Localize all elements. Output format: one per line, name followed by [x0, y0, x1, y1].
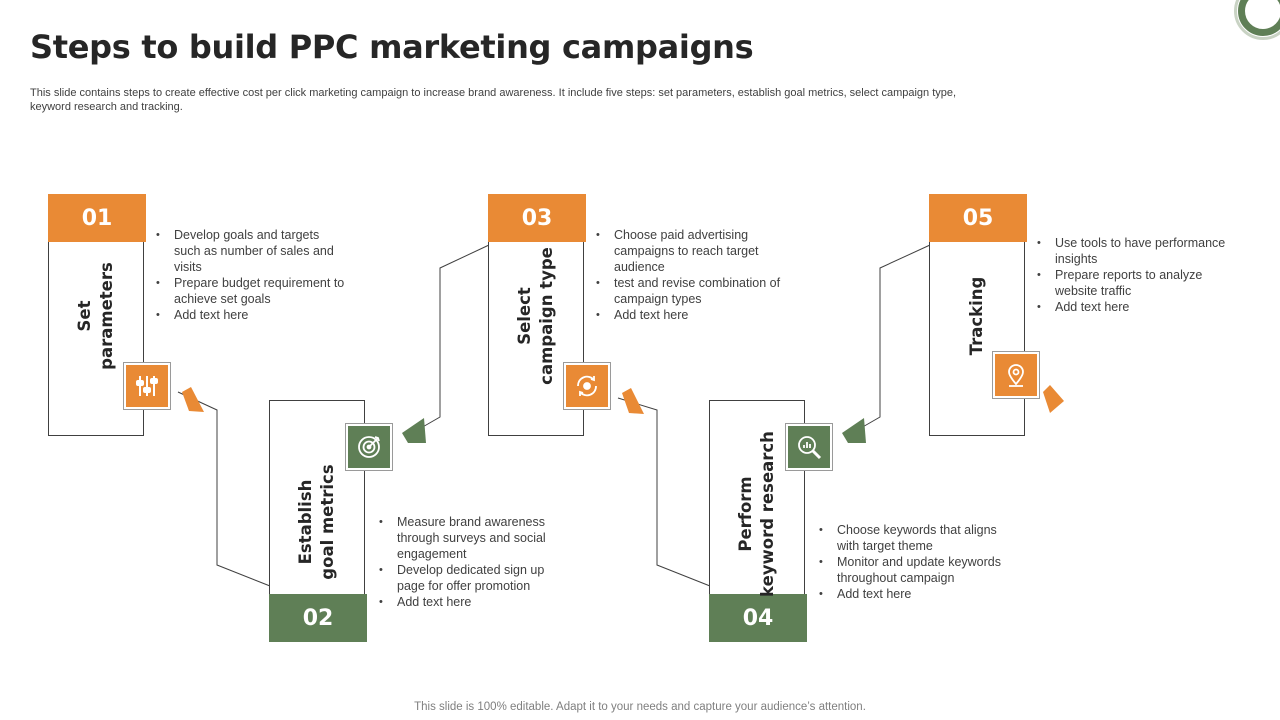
- bullet-item: Add text here: [379, 594, 569, 610]
- step-bullets-05: Use tools to have performance insights P…: [1037, 235, 1227, 315]
- bullet-item: Use tools to have performance insights: [1037, 235, 1227, 267]
- target-goal-icon: [345, 423, 393, 471]
- corner-decoration: [1234, 0, 1280, 40]
- step-number-01: 01: [48, 194, 146, 242]
- bullet-item: Develop goals and targets such as number…: [156, 227, 346, 275]
- arrow-1: [182, 387, 204, 412]
- step-label-03: Select campaign type: [515, 247, 556, 385]
- bullet-item: Choose paid advertising campaigns to rea…: [596, 227, 791, 275]
- campaign-cycle-icon: [563, 362, 611, 410]
- step-label-05: Tracking: [967, 276, 986, 356]
- step-card-01: 01 Set parameters: [48, 194, 146, 436]
- bullet-item: Add text here: [596, 307, 791, 323]
- bullet-item: Measure brand awareness through surveys …: [379, 514, 569, 562]
- arrow-2: [402, 418, 426, 443]
- arrow-3: [622, 388, 644, 414]
- arrow-4: [842, 418, 866, 443]
- bullet-item: Add text here: [1037, 299, 1227, 315]
- bullet-item: Prepare budget requirement to achieve se…: [156, 275, 346, 307]
- step-label-02: Establish goal metrics: [296, 464, 337, 580]
- magnifier-chart-icon: [785, 423, 833, 471]
- step-number-05: 05: [929, 194, 1027, 242]
- footer-note: This slide is 100% editable. Adapt it to…: [414, 701, 866, 713]
- page-title: Steps to build PPC marketing campaigns: [30, 28, 754, 66]
- bullet-item: Choose keywords that aligns with target …: [819, 522, 1019, 554]
- step-bullets-03: Choose paid advertising campaigns to rea…: [596, 227, 791, 323]
- step-label-01: Set parameters: [75, 262, 116, 370]
- step-number-02: 02: [269, 594, 367, 642]
- location-pin-icon: [992, 351, 1040, 399]
- bullet-item: test and revise combination of campaign …: [596, 275, 791, 307]
- step-number-03: 03: [488, 194, 586, 242]
- step-bullets-04: Choose keywords that aligns with target …: [819, 522, 1019, 602]
- step-bullets-01: Develop goals and targets such as number…: [156, 227, 346, 323]
- bullet-item: Prepare reports to analyze website traff…: [1037, 267, 1227, 299]
- bullet-item: Add text here: [819, 586, 1019, 602]
- bullet-item: Add text here: [156, 307, 346, 323]
- sliders-icon: [123, 362, 171, 410]
- step-label-04: Perform keyword research: [736, 431, 777, 597]
- arrow-5: [1043, 385, 1064, 413]
- step-number-04: 04: [709, 594, 807, 642]
- step-bullets-02: Measure brand awareness through surveys …: [379, 514, 569, 610]
- page-subtitle: This slide contains steps to create effe…: [30, 87, 957, 113]
- step-card-05: 05 Tracking: [929, 194, 1027, 436]
- bullet-item: Monitor and update keywords throughout c…: [819, 554, 1019, 586]
- bullet-item: Develop dedicated sign up page for offer…: [379, 562, 569, 594]
